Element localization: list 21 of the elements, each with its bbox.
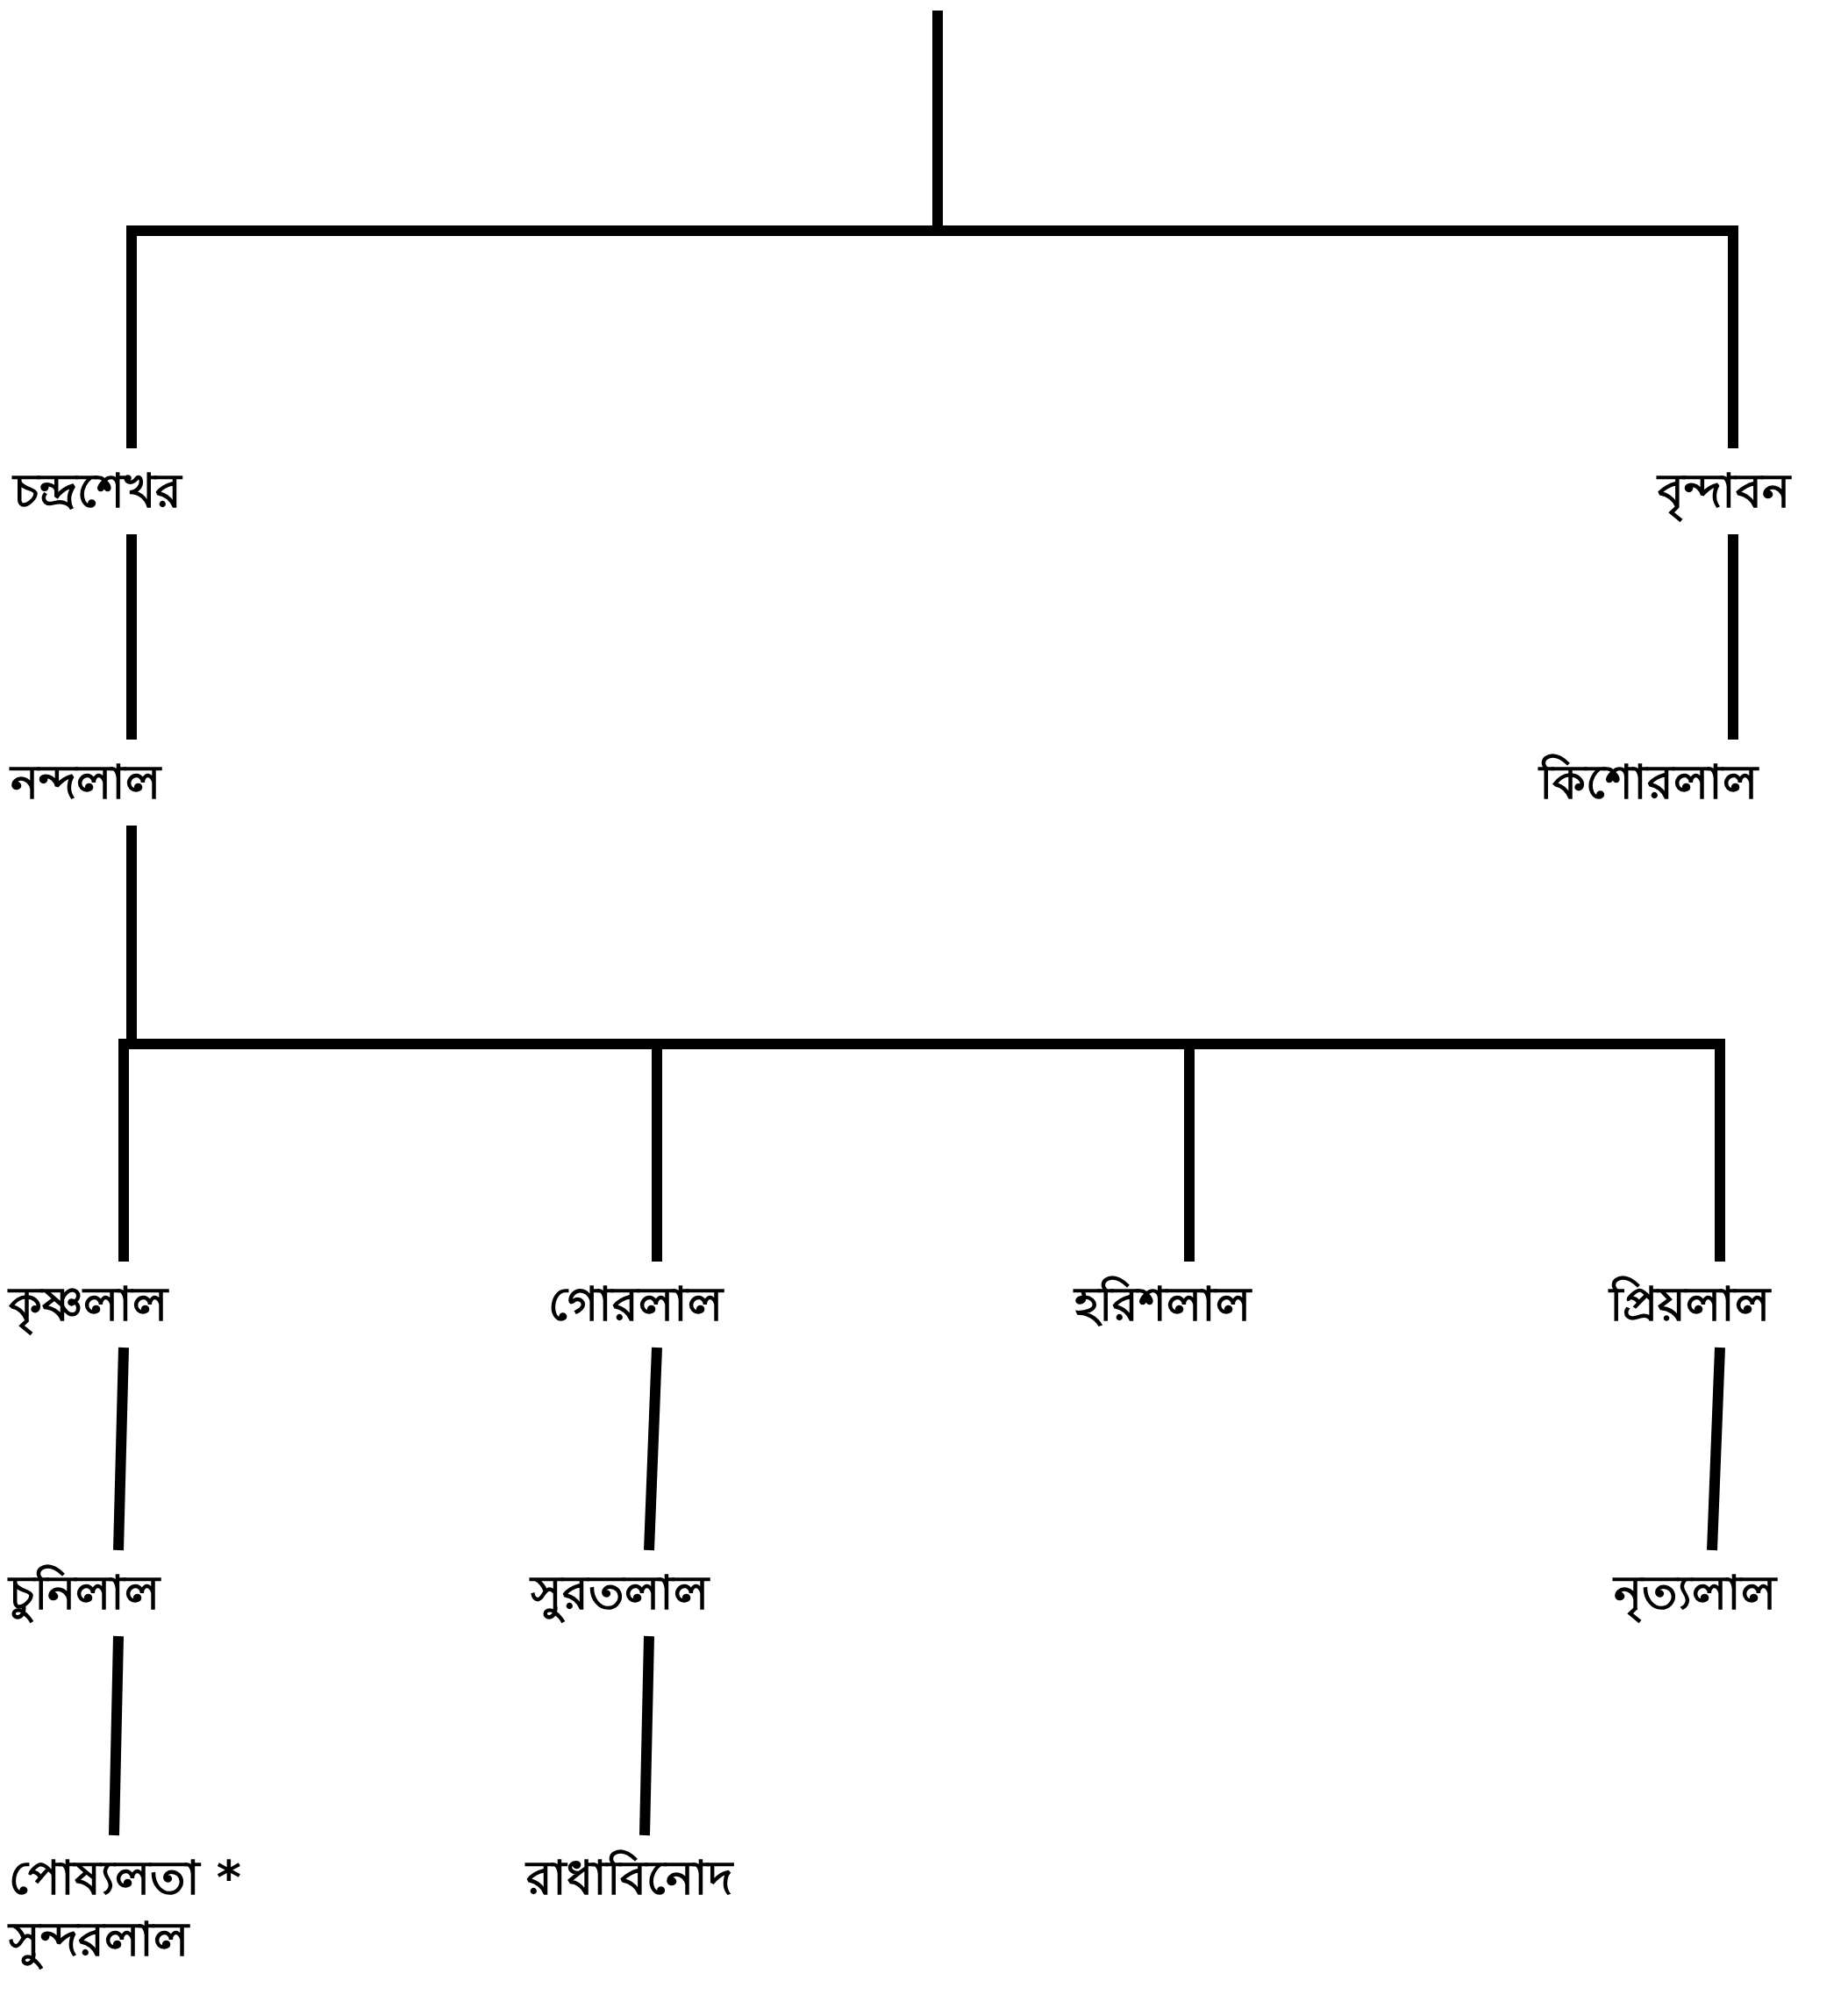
lineage-line bbox=[1707, 1347, 1725, 1551]
person-name: সুন্দরলাল bbox=[9, 1909, 242, 1970]
person-name: চুনিলাল bbox=[9, 1562, 160, 1624]
person-name: কিশোরলাল bbox=[1539, 753, 1758, 812]
person-name: হরিশলাল bbox=[1074, 1275, 1251, 1333]
person-name: রাধাবিনোদ bbox=[526, 1848, 732, 1907]
lineage-line bbox=[113, 1347, 129, 1551]
lineage-line bbox=[639, 1635, 654, 1836]
person-name: সুরতলাল bbox=[531, 1562, 709, 1624]
lineage-line bbox=[109, 1635, 124, 1836]
person-name: নন্দলাল bbox=[11, 754, 161, 812]
person-name: নৃত্যলাল bbox=[1614, 1562, 1776, 1624]
person-name: চন্দ্রশেখর bbox=[13, 462, 182, 520]
person-name: পোষ্যলতা * bbox=[9, 1849, 242, 1907]
person-name: কৃষ্ণলাল bbox=[9, 1274, 168, 1335]
person-name: প্রিয়লাল bbox=[1609, 1275, 1770, 1333]
lineage-line bbox=[644, 1347, 662, 1551]
person-name: গোরলাল bbox=[548, 1276, 723, 1333]
lineage-line bbox=[1728, 534, 1738, 740]
lineage-line bbox=[126, 534, 137, 740]
person-name: বৃন্দাবন bbox=[1658, 461, 1790, 522]
